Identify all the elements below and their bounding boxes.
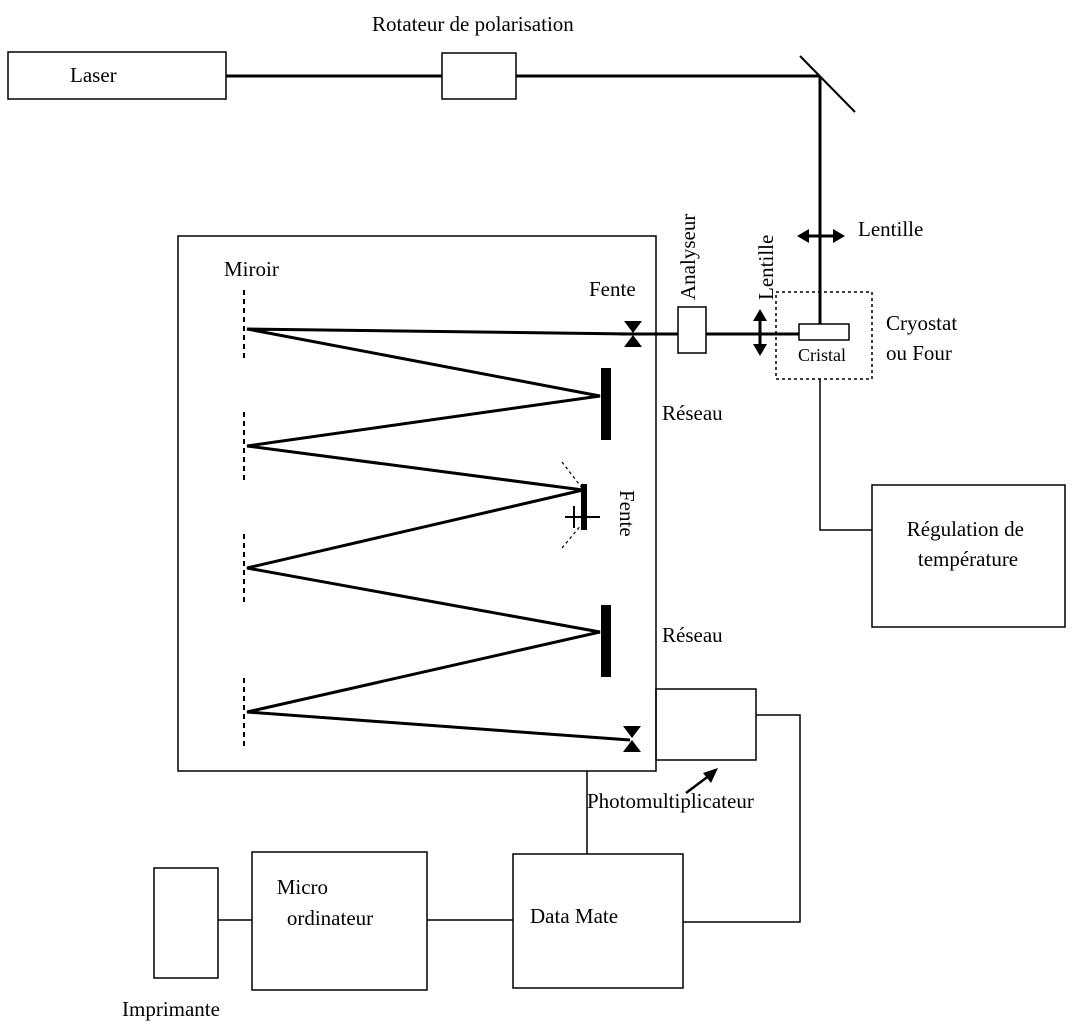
mirror-label: Miroir	[224, 257, 279, 281]
fold-mirror	[799, 55, 856, 113]
laser-box	[7, 51, 227, 100]
analyzer-label: Analyseur	[676, 214, 700, 300]
temperature-regulation-label: Régulation de température	[907, 517, 1029, 571]
cryostat-box	[775, 291, 873, 380]
photomultiplier-label: Photomultiplicateur	[587, 789, 754, 813]
printer-label: Imprimante	[122, 997, 220, 1021]
crystal-label: Cristal	[798, 345, 846, 365]
polarization-rotator-label: Rotateur de polarisation	[372, 12, 574, 36]
photomultiplier-arrow-icon	[685, 768, 718, 794]
micro-line1: Micro	[277, 875, 328, 899]
lens-top-icon	[797, 229, 845, 243]
analyzer-box	[677, 306, 707, 354]
temp-reg-line2: température	[918, 547, 1018, 571]
entrance-slit-label: Fente	[589, 277, 636, 301]
middle-slit-icon	[561, 461, 600, 549]
cryostat-to-regulator-line	[819, 379, 872, 531]
exit-slit-icon	[623, 726, 641, 752]
temperature-regulation-box	[871, 484, 1066, 628]
spectrometer-box	[177, 235, 657, 772]
photomultiplier-to-datamate-line	[683, 714, 801, 923]
photomultiplier-box	[655, 688, 757, 761]
entrance-slit-icon	[624, 321, 642, 347]
lens-middle-label: Lentille	[754, 235, 778, 300]
printer-box	[153, 867, 219, 979]
optical-path	[246, 327, 631, 742]
micro-computer-box	[251, 851, 428, 991]
lens-middle-icon	[753, 309, 767, 356]
micro-line2: ordinateur	[287, 906, 373, 930]
cryostat-label-line1: Cryostat	[886, 311, 957, 335]
crystal-box	[798, 323, 850, 341]
polarization-rotator-box	[441, 52, 517, 100]
micro-computer-label: Micro ordinateur	[277, 875, 373, 930]
data-mate-box	[512, 853, 684, 989]
data-mate-label: Data Mate	[530, 904, 618, 928]
grating-2	[601, 605, 611, 677]
cryostat-label-line2: ou Four	[886, 341, 952, 365]
grating-1-label: Réseau	[662, 401, 723, 425]
grating-1	[601, 368, 611, 440]
temp-reg-line1: Régulation de	[907, 517, 1024, 541]
cryostat-label: Cryostat ou Four	[886, 311, 962, 365]
grating-2-label: Réseau	[662, 623, 723, 647]
lens-top-label: Lentille	[858, 217, 923, 241]
laser-label: Laser	[70, 63, 117, 87]
middle-slit-label: Fente	[615, 490, 639, 537]
